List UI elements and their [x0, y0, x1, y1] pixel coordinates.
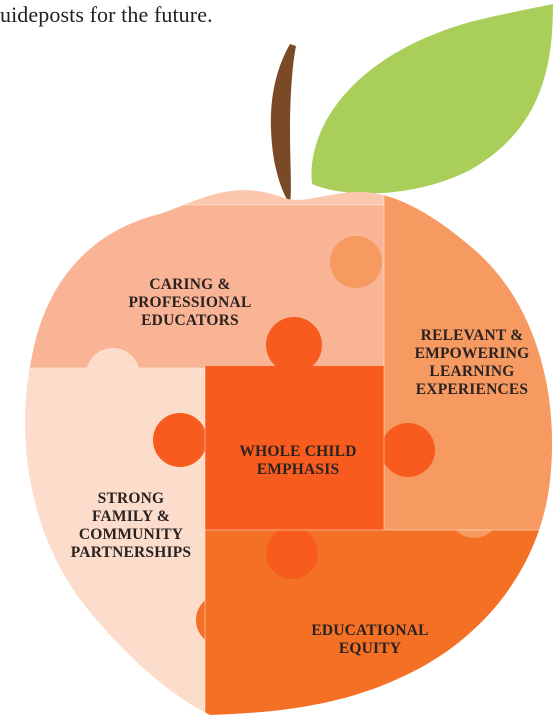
- tab-center-left: [153, 413, 207, 467]
- label-equity: EDUCATIONAL EQUITY: [311, 622, 429, 657]
- label-relevant: RELEVANT & EMPOWERING LEARNING EXPERIENC…: [414, 327, 530, 398]
- tab-center-bottom: [266, 527, 318, 579]
- tab-relevant-into-caring: [330, 236, 382, 288]
- tab-strong-into-caring: [86, 348, 140, 402]
- label-strong: STRONG FAMILY & COMMUNITY PARTNERSHIPS: [70, 490, 192, 561]
- label-caring: CARING & PROFESSIONAL EDUCATORS: [128, 276, 252, 329]
- tab-center-right: [381, 423, 435, 477]
- stem: [270, 44, 296, 204]
- label-whole-child: WHOLE CHILD EMPHASIS: [239, 443, 357, 478]
- tab-center-top: [266, 317, 322, 373]
- leaf: [311, 4, 553, 194]
- tab-relevant-into-equity: [448, 486, 500, 538]
- intro-text: uideposts for the future.: [0, 2, 213, 27]
- tab-equity-into-strong: [196, 594, 248, 646]
- piece-seams: [25, 190, 553, 716]
- piece-whole-child: [205, 366, 384, 530]
